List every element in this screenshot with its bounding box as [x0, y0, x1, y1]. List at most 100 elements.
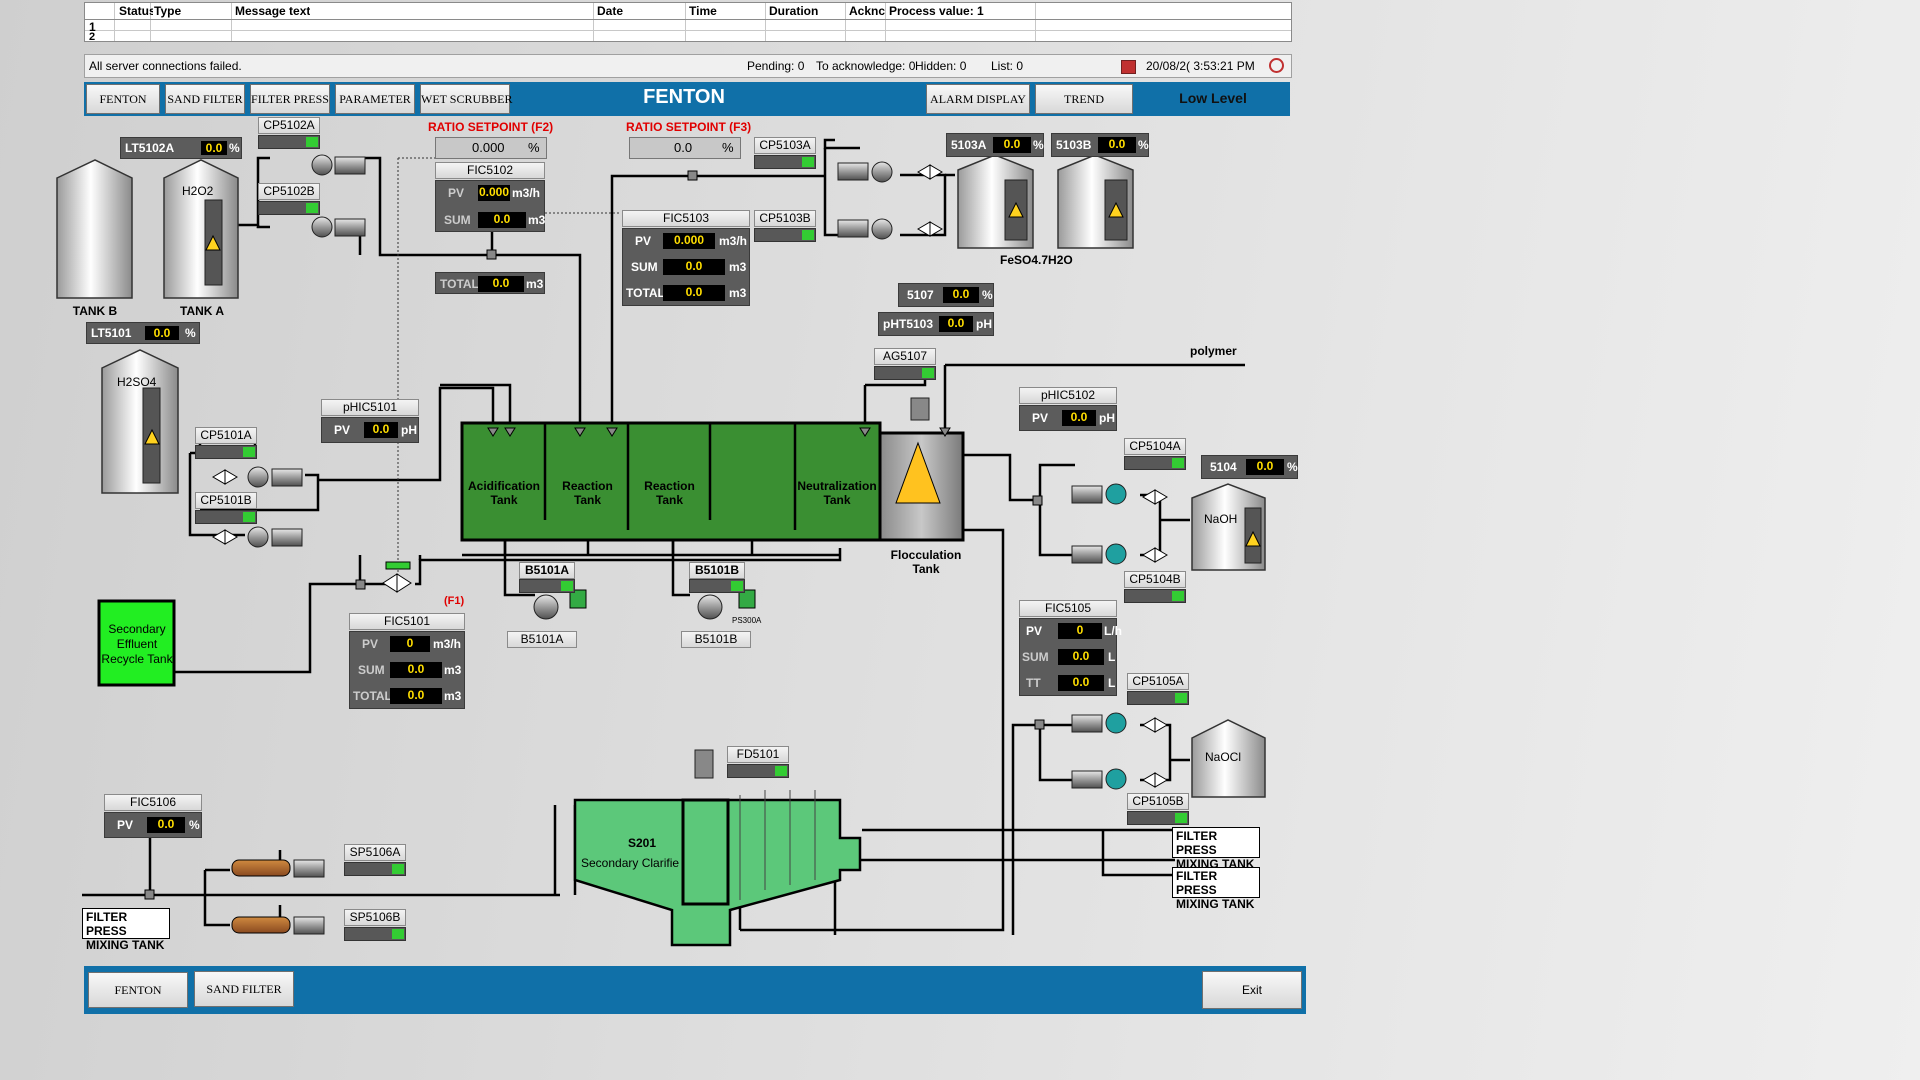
level-5103b-unit: % — [1138, 138, 1149, 152]
fic5102-sum-label: SUM — [444, 213, 471, 227]
cp5101b-tag[interactable]: CP5101B — [195, 492, 257, 509]
fic5103-total-unit: m3 — [729, 286, 747, 300]
fd5101-tag[interactable]: FD5101 — [727, 746, 789, 763]
cp5101a-tag[interactable]: CP5101A — [195, 427, 257, 444]
fic5102-sum-unit: m3 — [528, 213, 546, 227]
fic5101-tag[interactable]: FIC5101 — [349, 613, 465, 630]
filter-press-mixing-tank-1[interactable]: FILTER PRESS MIXING TANK — [1172, 827, 1260, 871]
cp5105b-tag[interactable]: CP5105B — [1127, 793, 1189, 810]
fic5105-faceplate[interactable]: PV 0 L/h SUM 0.0 L TT 0.0 L — [1019, 618, 1122, 696]
cp5102b-status — [258, 201, 320, 215]
fic5105-tt-unit: L — [1108, 676, 1116, 690]
filter-press-mixing-tank-2[interactable]: FILTER PRESS MIXING TANK — [1172, 867, 1260, 911]
cp5103a-tag[interactable]: CP5103A — [754, 137, 816, 154]
phic5102-faceplate[interactable]: PV 0.0 pH — [1019, 405, 1117, 431]
fic5102-total-faceplate[interactable]: TOTAL 0.0 m3 — [435, 272, 545, 294]
label-tank-b: TANK B — [72, 304, 118, 318]
lt5102a-unit: % — [229, 141, 240, 155]
ratio-setpoint-f2-input[interactable]: 0.000 % — [435, 137, 547, 159]
alarm-table[interactable]: Status Type Message text Date Time Durat… — [84, 2, 1292, 43]
cp5104a-tag[interactable]: CP5104A — [1124, 438, 1186, 455]
phic5101-faceplate[interactable]: PV 0.0 pH — [321, 417, 419, 443]
ag5107-status — [874, 366, 936, 380]
ratio-setpoint-f3-input[interactable]: 0.0 % — [629, 137, 741, 159]
fic5103-faceplate[interactable]: PV 0.000 m3/h SUM 0.0 m3 TOTAL 0.0 m3 — [622, 228, 750, 306]
nav-parameter-button[interactable]: PARAMETER — [335, 84, 415, 114]
label-recycle-tank: Secondary Effluent Recycle Tank — [101, 622, 173, 666]
cp5102a-tag[interactable]: CP5102A — [258, 117, 320, 134]
cp5101b-status — [195, 510, 257, 524]
fic5103-tag[interactable]: FIC5103 — [622, 210, 750, 227]
phic5101-pv-label: PV — [334, 423, 351, 437]
cp5105b-status — [1127, 811, 1189, 825]
footer-sand-filter-button[interactable]: SAND FILTER — [194, 971, 294, 1007]
cp5104b-tag[interactable]: CP5104B — [1124, 571, 1186, 588]
fic5103-sum-value: 0.0 — [663, 259, 725, 275]
level-5103b-value: 0.0 — [1098, 137, 1136, 153]
cp5102b-tag[interactable]: CP5102B — [258, 183, 320, 200]
fic5106-faceplate[interactable]: PV 0.0 % — [104, 812, 202, 838]
phic5101-value: 0.0 — [364, 422, 398, 438]
sp5106a-tag[interactable]: SP5106A — [344, 844, 406, 861]
col-date: Date — [597, 4, 624, 18]
nav-filter-press-button[interactable]: FILTER PRESS — [250, 84, 330, 114]
lt5101-tag: LT5101 — [91, 326, 132, 340]
fd5101-status — [727, 764, 789, 778]
calendar-icon[interactable] — [1121, 60, 1136, 74]
sp5106b-tag[interactable]: SP5106B — [344, 909, 406, 926]
level-5107-faceplate[interactable]: 5107 0.0 % — [898, 283, 994, 307]
cp5101a-status — [195, 445, 257, 459]
fic5101-faceplate[interactable]: PV 0 m3/h SUM 0.0 m3 TOTAL 0.0 m3 — [349, 631, 465, 709]
fenton-tank-series — [460, 421, 882, 542]
footer-fenton-button[interactable]: FENTON — [88, 972, 188, 1008]
trend-button[interactable]: TREND — [1035, 84, 1133, 114]
cp5103b-tag[interactable]: CP5103B — [754, 210, 816, 227]
label-feso4: FeSO4.7H2O — [1000, 253, 1073, 267]
b5101a-label[interactable]: B5101A — [507, 631, 577, 648]
ag5107-tag[interactable]: AG5107 — [874, 348, 936, 365]
status-message: All server connections failed. — [89, 59, 242, 73]
b5101a-tag[interactable]: B5101A — [519, 562, 575, 579]
lt5101-faceplate[interactable]: LT5101 0.0 % — [86, 322, 200, 344]
level-5107-unit: % — [982, 288, 993, 302]
filter-press-mixing-tank-3[interactable]: FILTER PRESS MIXING TANK — [82, 908, 170, 952]
fic5106-value: 0.0 — [147, 817, 185, 833]
cp5105a-tag[interactable]: CP5105A — [1127, 673, 1189, 690]
fic5101-pv-label: PV — [362, 637, 379, 651]
fic5102-total-unit: m3 — [526, 277, 544, 291]
server-status-icon[interactable] — [1269, 58, 1284, 73]
exit-button[interactable]: Exit — [1202, 971, 1302, 1009]
fic5105-sum-unit: L — [1108, 650, 1116, 664]
fic5101-sum-value: 0.0 — [390, 662, 442, 678]
phic5102-value: 0.0 — [1062, 410, 1096, 426]
phic5102-tag[interactable]: pHIC5102 — [1019, 387, 1117, 404]
fic5103-sum-unit: m3 — [729, 260, 747, 274]
fic5105-tag[interactable]: FIC5105 — [1019, 600, 1117, 617]
label-tank-a: TANK A — [180, 304, 224, 318]
lt5102a-tag: LT5102A — [125, 141, 175, 155]
fic5102-faceplate[interactable]: PV 0.000 m3/h SUM 0.0 m3 — [435, 180, 545, 232]
level-5104-faceplate[interactable]: 5104 0.0 % — [1201, 455, 1298, 479]
nav-sand-filter-button[interactable]: SAND FILTER — [165, 84, 245, 114]
phic5101-tag[interactable]: pHIC5101 — [321, 399, 419, 416]
alarm-display-button[interactable]: ALARM DISPLAY — [926, 84, 1030, 114]
pht5103-faceplate[interactable]: pHT5103 0.0 pH — [878, 312, 994, 336]
tank-naocl — [1191, 719, 1266, 798]
fic5102-tag[interactable]: FIC5102 — [435, 162, 545, 179]
lt5101-value: 0.0 — [145, 326, 179, 340]
b5101b-tag[interactable]: B5101B — [689, 562, 745, 579]
fic5105-sum-value: 0.0 — [1058, 649, 1104, 665]
nav-fenton-button[interactable]: FENTON — [86, 84, 160, 114]
nav-wet-scrubber-button[interactable]: WET SCRUBBER — [420, 84, 512, 114]
b5101b-label[interactable]: B5101B — [681, 631, 751, 648]
fic5106-tag[interactable]: FIC5106 — [104, 794, 202, 811]
fic5105-tt-label: TT — [1026, 676, 1041, 690]
level-5103b-faceplate[interactable]: 5103B 0.0 % — [1051, 133, 1149, 157]
lt5102a-faceplate[interactable]: LT5102A 0.0 % — [120, 137, 242, 159]
fic5103-total-value: 0.0 — [663, 285, 725, 301]
pending-count: Pending: 0 — [747, 59, 805, 73]
fic5101-total-value: 0.0 — [390, 688, 442, 704]
fic5105-pv-value: 0 — [1058, 623, 1102, 639]
level-5103a-faceplate[interactable]: 5103A 0.0 % — [946, 133, 1044, 157]
